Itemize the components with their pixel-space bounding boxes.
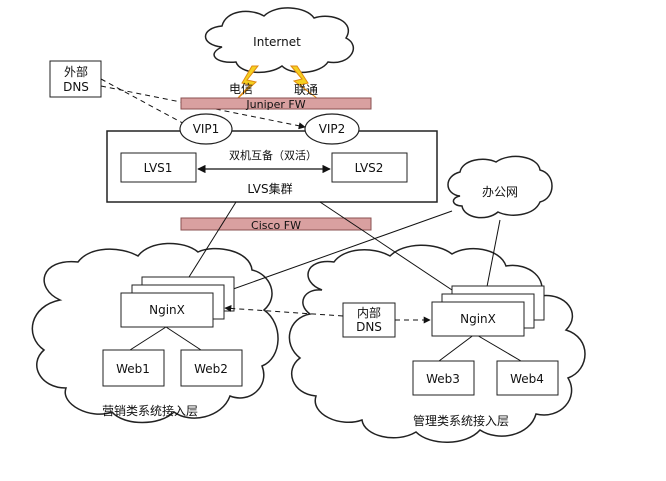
unicom-lightning-icon	[289, 65, 319, 100]
vip2-label: VIP2	[319, 122, 346, 136]
web4-label: Web4	[510, 372, 544, 386]
internal-dns-box: 内部 DNS	[342, 302, 396, 338]
marketing-nginx-stack: NginX	[120, 276, 235, 328]
external-dns-line1: 外部	[64, 64, 88, 79]
marketing-nginx-label: NginX	[149, 303, 185, 317]
lvs-mode-label: 双机互备（双活）	[229, 148, 317, 162]
external-dns-box: 外部 DNS	[49, 60, 102, 98]
lvs1-label: LVS1	[144, 161, 173, 175]
web1-label: Web1	[116, 362, 150, 376]
office-network-cloud: 办公网	[447, 155, 553, 219]
lvs-cluster-title: LVS集群	[247, 181, 292, 196]
juniper-firewall: Juniper FW	[180, 97, 372, 111]
management-cloud: 管理类系统接入层	[288, 244, 586, 443]
telecom-lightning-icon	[235, 65, 260, 101]
management-nginx-label: NginX	[460, 312, 496, 326]
dns-arrows	[100, 78, 306, 130]
web2-node: Web2	[180, 349, 243, 387]
vip2-ellipse	[304, 113, 360, 145]
internal-dns-line2: DNS	[356, 320, 382, 334]
lvs2-label: LVS2	[355, 161, 384, 175]
web1-node: Web1	[102, 349, 165, 387]
vip1-ellipse	[179, 113, 233, 145]
internet-label: Internet	[253, 35, 301, 49]
external-dns-line2: DNS	[63, 80, 89, 94]
internal-dns-arrows	[224, 304, 431, 324]
marketing-cloud-label: 营销类系统接入层	[102, 403, 198, 418]
marketing-cloud: 营销类系统接入层	[31, 242, 279, 424]
web2-label: Web2	[194, 362, 228, 376]
vip1-label: VIP1	[193, 122, 220, 136]
juniper-firewall-label: Juniper FW	[245, 98, 305, 111]
web3-node: Web3	[412, 360, 475, 396]
office-network-label: 办公网	[482, 184, 518, 199]
telecom-link-label: 电信	[229, 82, 253, 96]
web3-label: Web3	[426, 372, 460, 386]
unicom-link-label: 联通	[294, 83, 318, 97]
cisco-firewall-label: Cisco FW	[251, 219, 301, 232]
management-cloud-label: 管理类系统接入层	[413, 413, 509, 428]
cisco-firewall: Cisco FW	[180, 217, 372, 232]
internet-cloud: Internet	[204, 7, 354, 74]
web4-node: Web4	[496, 360, 559, 396]
lvs1-node: LVS1	[120, 152, 197, 183]
management-nginx-stack: NginX	[431, 285, 545, 337]
internal-dns-line1: 内部	[357, 305, 381, 320]
lvs2-node: LVS2	[331, 152, 408, 183]
